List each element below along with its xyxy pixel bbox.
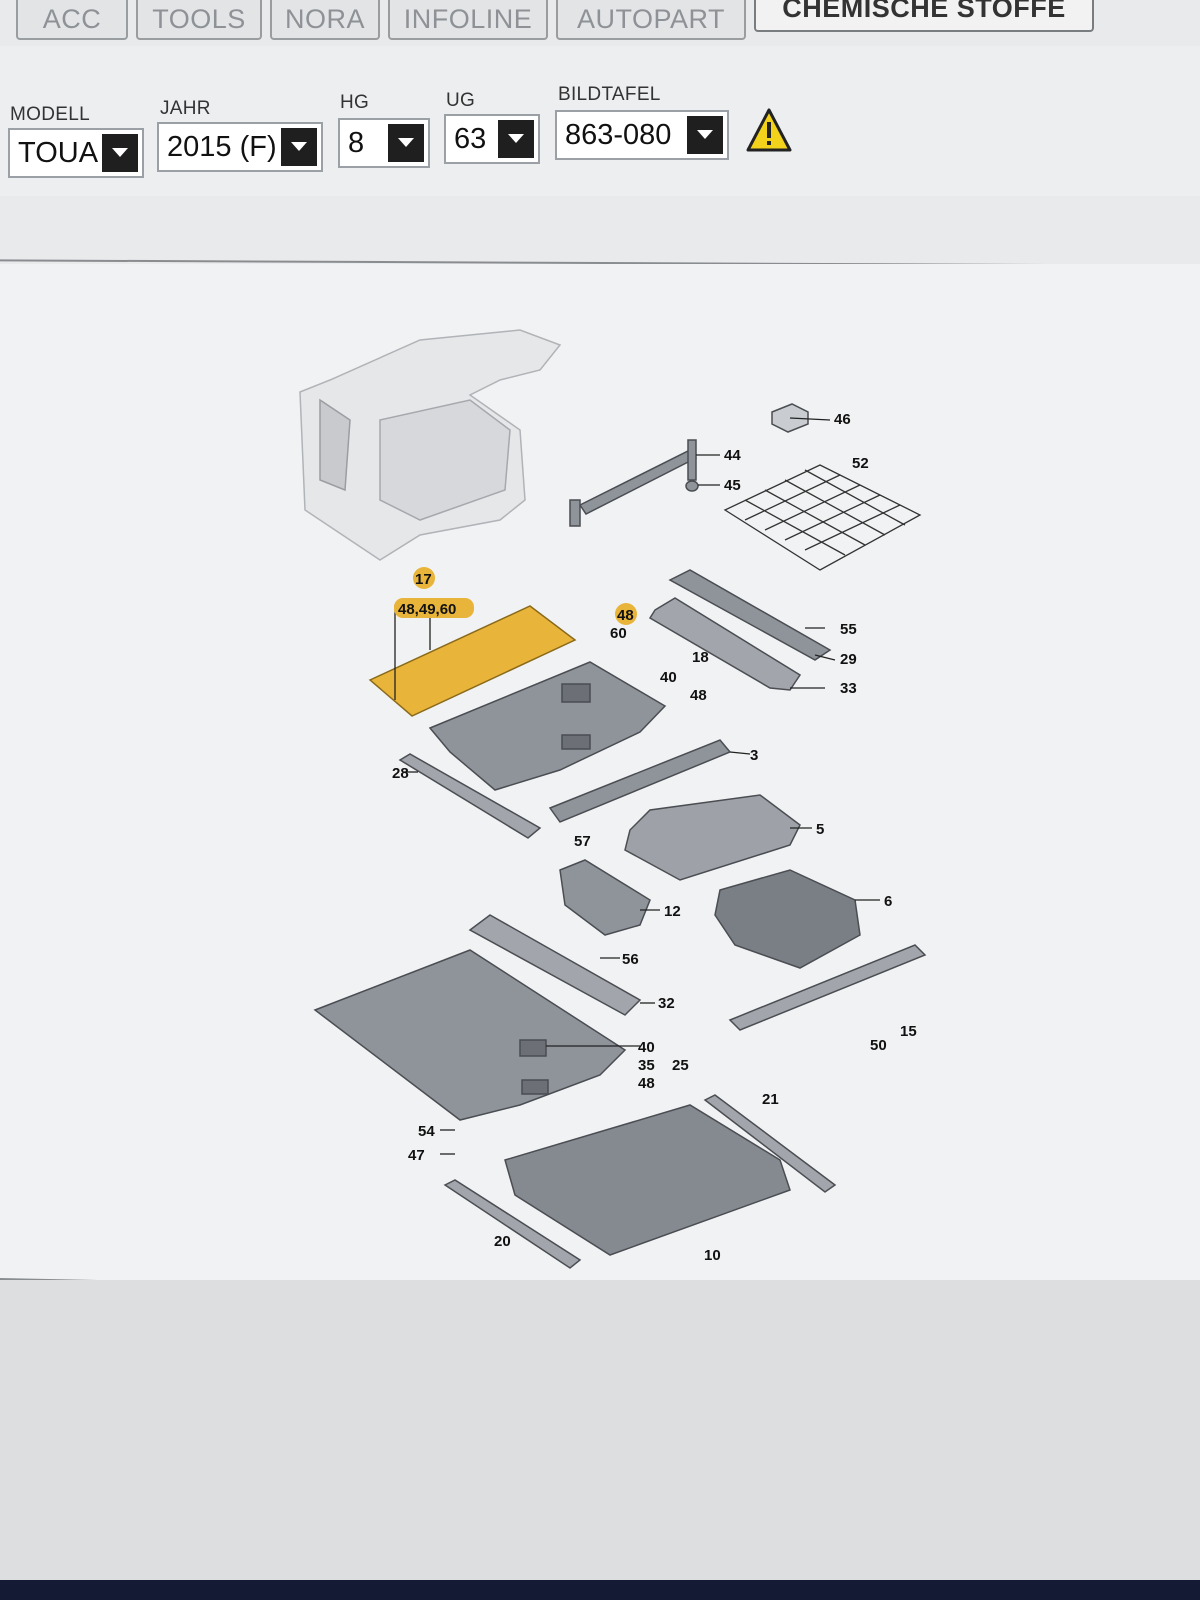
tab-acc[interactable]: ACC bbox=[16, 0, 128, 40]
callout-17[interactable]: 17 bbox=[415, 571, 432, 588]
part-17-highlighted-board bbox=[368, 605, 577, 717]
tab-nora[interactable]: NORA bbox=[270, 0, 380, 40]
callout-33[interactable]: 33 bbox=[840, 680, 857, 697]
bildtafel-label: BILDTAFEL bbox=[558, 84, 661, 105]
part-5-insert bbox=[624, 794, 801, 881]
tab-tools[interactable]: TOOLS bbox=[136, 0, 262, 40]
callout-45[interactable]: 45 bbox=[724, 477, 741, 494]
callout-12[interactable]: 12 bbox=[664, 903, 681, 920]
jahr-label: JAHR bbox=[160, 98, 211, 119]
modell-value: TOUA bbox=[18, 136, 99, 169]
callout-28[interactable]: 28 bbox=[392, 765, 409, 782]
callout-48[interactable]: 48 bbox=[690, 687, 707, 704]
callout-48-49-60[interactable]: 48,49,60 bbox=[398, 601, 456, 618]
part-44-post bbox=[687, 439, 697, 481]
part-29-rail bbox=[668, 569, 832, 661]
callout-40[interactable]: 40 bbox=[638, 1039, 655, 1056]
callout-32[interactable]: 32 bbox=[658, 995, 675, 1012]
part-28-strip bbox=[398, 753, 542, 839]
callout-48[interactable]: 48 bbox=[617, 607, 634, 624]
callout-29[interactable]: 29 bbox=[840, 651, 857, 668]
part-12-bin bbox=[559, 859, 651, 936]
callout-15[interactable]: 15 bbox=[900, 1023, 917, 1040]
part-52-net bbox=[723, 464, 922, 571]
hg-value: 8 bbox=[348, 126, 365, 159]
callout-25[interactable]: 25 bbox=[672, 1057, 689, 1074]
part-15-trim bbox=[728, 944, 927, 1031]
callout-44[interactable]: 44 bbox=[724, 447, 741, 464]
jahr-value: 2015 (F) bbox=[167, 130, 277, 163]
callout-40[interactable]: 40 bbox=[660, 669, 677, 686]
callout-54[interactable]: 54 bbox=[418, 1123, 435, 1140]
part-33-rail bbox=[648, 597, 802, 691]
jahr-select[interactable]: 2015 (F) bbox=[157, 122, 323, 172]
callout-52[interactable]: 52 bbox=[852, 455, 869, 472]
tab-label: NORA bbox=[284, 3, 365, 34]
callout-60[interactable]: 60 bbox=[610, 625, 627, 642]
callout-3[interactable]: 3 bbox=[750, 747, 758, 764]
callout-56[interactable]: 56 bbox=[622, 951, 639, 968]
tab-infoline[interactable]: INFOLINE bbox=[388, 0, 548, 40]
parts-diagram: 46 52 44 45 17 48,49,60 48 60 55 29 18 3… bbox=[299, 329, 927, 1269]
part-21-strip bbox=[703, 1094, 837, 1193]
tab-label: CHEMISCHE STOFFE bbox=[782, 0, 1066, 23]
callout-57[interactable]: 57 bbox=[574, 833, 591, 850]
callout-18[interactable]: 18 bbox=[692, 649, 709, 666]
warning-icon[interactable] bbox=[746, 108, 792, 157]
tab-autopart[interactable]: AUTOPART bbox=[556, 0, 746, 40]
ug-select[interactable]: 63 bbox=[444, 114, 540, 164]
bildtafel-select[interactable]: 863-080 bbox=[555, 110, 729, 160]
chevron-down-icon[interactable] bbox=[687, 116, 723, 154]
part-32-rail bbox=[468, 914, 642, 1016]
callout-35[interactable]: 35 bbox=[638, 1057, 655, 1074]
diagram-panel: 46 52 44 45 17 48,49,60 48 60 55 29 18 3… bbox=[0, 264, 1200, 1280]
tab-label: AUTOPART bbox=[576, 3, 726, 34]
ug-value: 63 bbox=[454, 122, 487, 155]
part-44-rod bbox=[578, 449, 698, 515]
callout-46[interactable]: 46 bbox=[834, 411, 851, 428]
chevron-down-icon[interactable] bbox=[388, 124, 424, 162]
modell-select[interactable]: TOUA bbox=[8, 128, 144, 178]
bildtafel-value: 863-080 bbox=[565, 118, 672, 151]
chevron-down-icon[interactable] bbox=[498, 120, 534, 158]
callout-20[interactable]: 20 bbox=[494, 1233, 511, 1250]
callout-5[interactable]: 5 bbox=[816, 821, 824, 838]
callout-21[interactable]: 21 bbox=[762, 1091, 779, 1108]
callout-55[interactable]: 55 bbox=[840, 621, 857, 638]
part-25-floor bbox=[313, 949, 627, 1121]
tab-label: ACC bbox=[42, 3, 102, 34]
hg-select[interactable]: 8 bbox=[338, 118, 430, 168]
lower-area bbox=[0, 1280, 1200, 1600]
part-10-mat bbox=[504, 1104, 791, 1256]
callout-10[interactable]: 10 bbox=[704, 1247, 721, 1264]
part-44-end bbox=[569, 499, 581, 527]
part-6-tub bbox=[714, 869, 861, 969]
callout-6[interactable]: 6 bbox=[884, 893, 892, 910]
tab-label: INFOLINE bbox=[403, 3, 533, 34]
hg-label: HG bbox=[340, 92, 370, 113]
tab-label: TOOLS bbox=[152, 3, 246, 34]
part-45 bbox=[685, 480, 699, 492]
chevron-down-icon[interactable] bbox=[281, 128, 317, 166]
chevron-down-icon[interactable] bbox=[102, 134, 138, 172]
tab-bar: ACC TOOLS NORA INFOLINE AUTOPART CHEMISC… bbox=[0, 0, 1200, 46]
modell-label: MODELL bbox=[10, 104, 90, 125]
ug-label: UG bbox=[446, 90, 476, 111]
callout-48[interactable]: 48 bbox=[638, 1075, 655, 1092]
tab-chemische-stoffe[interactable]: CHEMISCHE STOFFE bbox=[754, 0, 1094, 32]
taskbar-edge bbox=[0, 1580, 1200, 1600]
part-20-strip bbox=[443, 1179, 582, 1269]
part-18-tray bbox=[428, 661, 667, 791]
callout-50[interactable]: 50 bbox=[870, 1037, 887, 1054]
callout-47[interactable]: 47 bbox=[408, 1147, 425, 1164]
